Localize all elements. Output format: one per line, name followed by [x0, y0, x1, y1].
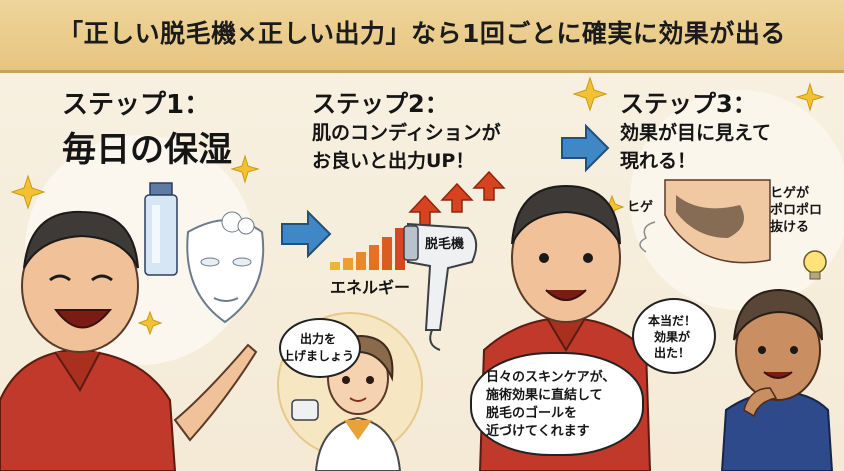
energy-bars	[330, 228, 405, 270]
right-speech-line3: 出た！	[653, 346, 690, 360]
face-mask	[186, 211, 265, 324]
staff-speech-line2: 上げましょう	[281, 349, 354, 363]
step2-heading: ステップ2：	[312, 90, 449, 118]
step3-body-line2: 現れる！	[620, 150, 697, 172]
output-up-arrows	[408, 170, 506, 226]
hair-removal-device	[403, 222, 478, 351]
lightbulb-icon	[803, 250, 827, 280]
arrow-step2-to-3	[561, 123, 610, 173]
middle-speech-bubble	[470, 352, 644, 456]
step2-body-line2: お良いと出力UP！	[312, 150, 475, 172]
right-speech-line2: 効果が	[653, 330, 690, 344]
right-speech-line1: 本当だ！	[647, 314, 696, 328]
banner-title: 「正しい脱毛機×正しい出力」なら1回ごとに確実に効果が出る	[58, 19, 786, 48]
step2-body-line1: 肌のコンディションが	[312, 122, 501, 144]
arrow-step1-to-2	[281, 209, 332, 259]
beard-closeup	[639, 179, 771, 264]
energy-label: エネルギー	[330, 278, 411, 297]
result-speech-bubble	[632, 298, 716, 374]
middle-speech-line2: 施術効果に直結して	[486, 388, 603, 403]
result-label-line1: ヒゲが	[770, 186, 810, 201]
result-label-line2: ポロポロ	[770, 203, 823, 218]
man-step1	[0, 210, 258, 471]
man-right	[720, 288, 834, 471]
middle-speech-line3: 脱毛のゴールを	[486, 406, 578, 421]
step1-heading: ステップ1：	[62, 90, 211, 120]
staff-speech-bubble	[279, 318, 361, 378]
step1-body: 毎日の保湿	[62, 130, 232, 170]
step3-body-line1: 効果が目に見えて	[620, 122, 772, 144]
middle-speech-line1: 日々のスキンケアが、	[486, 370, 616, 385]
title-banner: 「正しい脱毛機×正しい出力」なら1回ごとに確実に効果が出る	[0, 0, 844, 73]
beard-label: ヒゲ	[627, 200, 654, 215]
result-label-line3: 抜ける	[770, 220, 810, 235]
step3-heading: ステップ3：	[620, 90, 757, 118]
skincare-bottle	[144, 182, 178, 276]
staff-speech-line1: 出力を	[299, 332, 336, 346]
middle-speech-line4: 近づけてくれます	[486, 424, 590, 439]
device-label: 脱毛機	[425, 237, 465, 252]
